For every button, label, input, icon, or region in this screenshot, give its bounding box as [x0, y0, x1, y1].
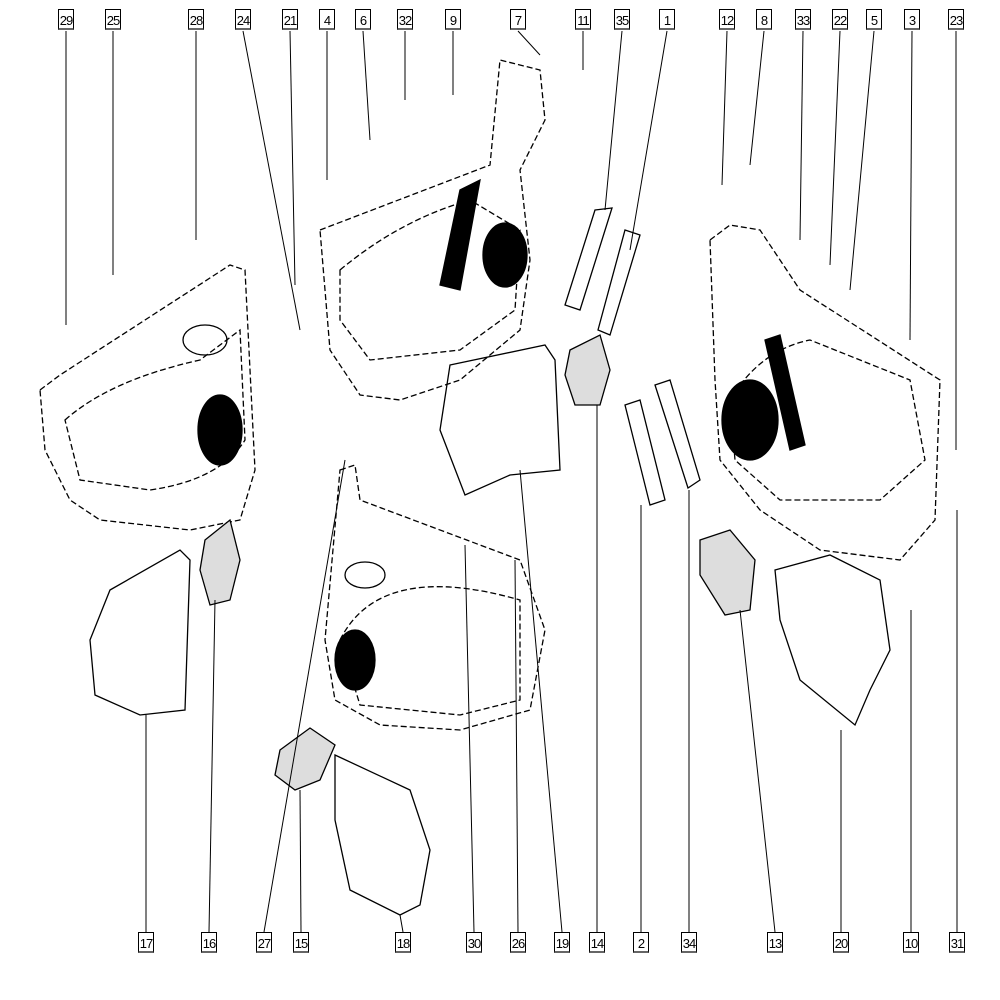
callout-12: 12 — [719, 9, 735, 30]
callout-13: 13 — [767, 932, 783, 953]
callout-15: 15 — [293, 932, 309, 953]
callout-34: 34 — [681, 932, 697, 953]
speaker-pad-13 — [699, 529, 756, 616]
callout-35: 35 — [614, 9, 630, 30]
speaker-pad-16 — [199, 518, 241, 606]
leader-line-5 — [849, 30, 875, 291]
handle-34 — [654, 379, 701, 490]
leader-line-22 — [829, 30, 841, 266]
leader-line-21 — [289, 30, 296, 286]
door-panel-rear-lower — [324, 464, 546, 731]
leader-line-27 — [263, 459, 346, 933]
callout-8: 8 — [756, 9, 772, 30]
callout-25: 25 — [105, 9, 121, 30]
leader-line-15 — [299, 789, 302, 933]
leader-line-6 — [362, 30, 371, 141]
callout-9: 9 — [445, 9, 461, 30]
callout-24: 24 — [235, 9, 251, 30]
callout-2: 2 — [633, 932, 649, 953]
callout-21: 21 — [282, 9, 298, 30]
callout-14: 14 — [589, 932, 605, 953]
callout-28: 28 — [188, 9, 204, 30]
speaker-pad-14 — [564, 334, 611, 406]
armrest-1 — [597, 229, 641, 336]
callout-5: 5 — [866, 9, 882, 30]
leader-line-24 — [242, 30, 301, 331]
leader-line-16 — [208, 599, 216, 933]
armrest-2 — [624, 399, 666, 506]
door-panel-front-left — [319, 59, 546, 401]
leader-line-8 — [749, 30, 765, 166]
leader-line-18 — [399, 914, 404, 933]
callout-19: 19 — [554, 932, 570, 953]
insulation-sheet-18 — [334, 753, 431, 916]
callout-10: 10 — [903, 932, 919, 953]
leader-line-1 — [629, 30, 668, 251]
leader-line-30 — [464, 544, 475, 933]
leader-line-33 — [799, 30, 804, 241]
leader-line-26 — [514, 559, 519, 933]
leader-line-3 — [909, 30, 913, 341]
callout-23: 23 — [948, 9, 964, 30]
callout-17: 17 — [138, 932, 154, 953]
callout-16: 16 — [201, 932, 217, 953]
leader-line-19 — [519, 469, 563, 933]
callout-32: 32 — [397, 9, 413, 30]
leader-line-35 — [604, 30, 623, 211]
callout-31: 31 — [949, 932, 965, 953]
callout-29: 29 — [58, 9, 74, 30]
callout-3: 3 — [904, 9, 920, 30]
door-panel-front-right — [709, 224, 941, 561]
callout-20: 20 — [833, 932, 849, 953]
insulation-sheet-20 — [774, 554, 891, 727]
callout-7: 7 — [510, 9, 526, 30]
speaker-pad-15 — [274, 727, 336, 791]
door-panel-rear-left — [39, 264, 256, 531]
callout-22: 22 — [832, 9, 848, 30]
insulation-sheet-19 — [439, 344, 561, 496]
callout-4: 4 — [319, 9, 335, 30]
leader-line-13 — [739, 609, 776, 933]
handle-35 — [564, 207, 613, 311]
callout-1: 1 — [659, 9, 675, 30]
insulation-sheet-17 — [89, 549, 191, 716]
leader-line-7 — [517, 30, 541, 56]
callout-6: 6 — [355, 9, 371, 30]
leader-line-12 — [721, 30, 728, 186]
callout-27: 27 — [256, 932, 272, 953]
callout-11: 11 — [575, 9, 591, 30]
callout-33: 33 — [795, 9, 811, 30]
callout-18: 18 — [395, 932, 411, 953]
callout-26: 26 — [510, 932, 526, 953]
callout-30: 30 — [466, 932, 482, 953]
